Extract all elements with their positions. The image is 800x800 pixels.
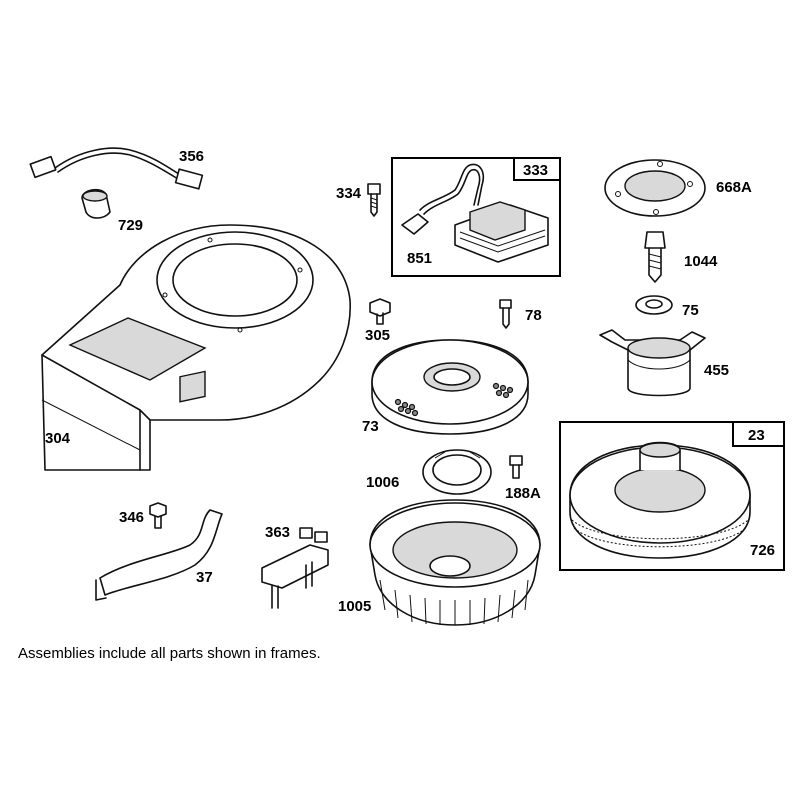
part-334-screw <box>367 183 381 217</box>
label-304: 304 <box>45 430 71 447</box>
label-455: 455 <box>704 362 729 379</box>
part-305-bolt <box>369 298 391 325</box>
part-1044-bolt <box>644 231 666 283</box>
part-78-screw <box>499 299 512 329</box>
part-356-wire-harness <box>29 147 204 190</box>
label-37: 37 <box>196 569 213 586</box>
part-668A-plate <box>604 159 706 217</box>
label-346: 346 <box>119 509 144 526</box>
frame-333-tag <box>513 157 561 181</box>
label-188A: 188A <box>505 485 541 502</box>
frame-23-tag <box>732 421 785 447</box>
label-729: 729 <box>118 217 143 234</box>
part-37-air-guide <box>95 509 223 601</box>
part-1005-fan <box>369 499 541 626</box>
part-73-screen <box>371 339 529 435</box>
label-78: 78 <box>525 307 542 324</box>
label-334: 334 <box>336 185 362 202</box>
frame-333 <box>391 157 561 277</box>
assembly-note: Assemblies include all parts shown in fr… <box>18 645 321 662</box>
part-455-cup <box>599 329 706 397</box>
label-305: 305 <box>365 327 390 344</box>
label-1005: 1005 <box>338 598 371 615</box>
frame-23 <box>559 421 785 571</box>
label-75: 75 <box>682 302 699 319</box>
part-304-blower-housing <box>41 224 351 471</box>
label-356: 356 <box>179 148 204 165</box>
part-333-armature <box>401 163 549 263</box>
label-1044: 1044 <box>684 253 718 270</box>
label-23: 23 <box>748 427 765 444</box>
label-1006: 1006 <box>366 474 399 491</box>
label-851: 851 <box>407 250 432 267</box>
label-363: 363 <box>265 524 290 541</box>
label-73: 73 <box>362 418 379 435</box>
part-363-bracket <box>261 527 329 609</box>
part-346-screw <box>149 502 167 529</box>
part-729-grommet <box>81 188 111 219</box>
part-726-flywheel <box>569 441 751 559</box>
label-726: 726 <box>750 542 775 559</box>
part-1006-ring <box>422 449 492 495</box>
part-75-washer <box>635 295 673 315</box>
label-333: 333 <box>523 162 548 179</box>
label-668A: 668A <box>716 179 752 196</box>
part-188A-screw <box>509 455 523 479</box>
